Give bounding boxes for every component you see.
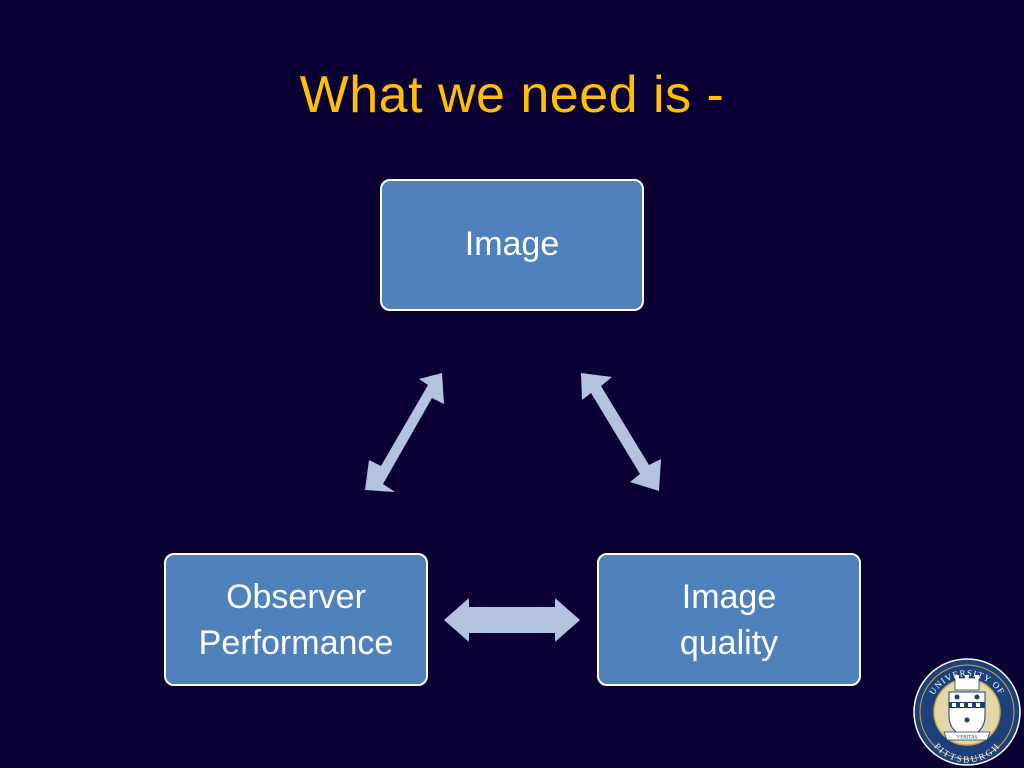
node-observer-performance: Observer Performance <box>164 553 428 686</box>
arrow-observer-quality <box>444 598 580 642</box>
arrow-image-observer <box>365 373 444 492</box>
node-image-quality-label: Image quality <box>679 577 779 662</box>
slide-title: What we need is - <box>299 66 725 124</box>
seal-banner-text: VERITAS <box>957 736 978 741</box>
university-seal-icon: VERITAS UNIVERSITY OF PITTSBURGH <box>913 658 1021 766</box>
node-image: Image <box>380 179 644 311</box>
node-image-label: Image <box>464 225 560 263</box>
node-observer-performance-label: Observer Performance <box>198 577 394 662</box>
arrow-image-quality <box>581 373 661 491</box>
node-image-quality: Image quality <box>597 553 861 686</box>
